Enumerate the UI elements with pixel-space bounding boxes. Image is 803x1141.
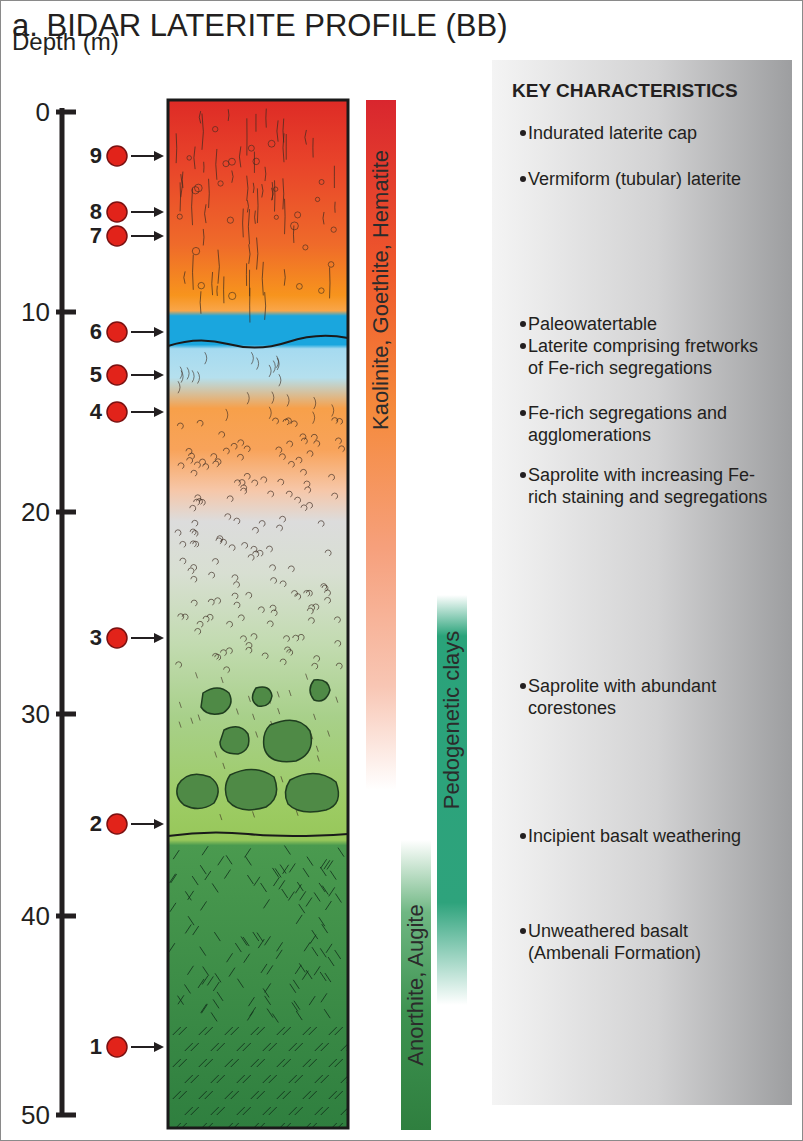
depth-tick: 30 xyxy=(21,701,50,727)
sample-markers xyxy=(107,146,164,1057)
arrow-head xyxy=(154,207,164,217)
arrow-head xyxy=(154,151,164,161)
band-label: Anorthite, Augite xyxy=(403,904,429,1065)
sample-number: 7 xyxy=(90,225,102,247)
sample-arrow xyxy=(131,331,156,333)
band-label: Kaolinite, Goethite, Hematite xyxy=(368,150,394,430)
corestones xyxy=(177,680,339,812)
sample-number: 9 xyxy=(90,145,102,167)
bullet-item: Saprolite with abundant corestones xyxy=(512,675,774,719)
sample-arrow xyxy=(131,155,156,157)
sample-number: 4 xyxy=(90,401,102,423)
bullet-item: Indurated laterite cap xyxy=(512,122,774,144)
sample-dot xyxy=(107,202,127,222)
bullet-dot xyxy=(520,410,526,416)
sample-dot xyxy=(107,226,127,246)
characteristic-text: Laterite comprising fretworks of Fe-rich… xyxy=(528,335,774,379)
sample-number: 1 xyxy=(90,1036,102,1058)
texture xyxy=(169,109,348,1128)
panel-heading: KEY CHARACTERISTICS xyxy=(512,80,738,102)
arrow-head xyxy=(154,633,164,643)
depth-tick: 10 xyxy=(21,299,50,325)
bullet-item: Vermiform (tubular) laterite xyxy=(512,168,774,190)
depth-tick: 40 xyxy=(21,903,50,929)
sample-dot xyxy=(107,628,127,648)
sample-dot xyxy=(107,814,127,834)
sample-arrow xyxy=(131,823,156,825)
arrow-head xyxy=(154,1042,164,1052)
bullet-dot xyxy=(520,833,526,839)
sample-number: 6 xyxy=(90,321,102,343)
sample-dot xyxy=(107,1037,127,1057)
sample-dot xyxy=(107,146,127,166)
bullet-dot xyxy=(520,130,526,136)
key-panel: KEY CHARACTERISTICS Indurated laterite ca… xyxy=(494,60,790,1100)
bullet-dot xyxy=(520,928,526,934)
depth-axis xyxy=(60,108,65,1117)
sample-arrow xyxy=(131,211,156,213)
bullet-item: Saprolite with increasing Fe-rich staini… xyxy=(512,464,774,508)
bullet-item: Unweathered basalt (Ambenali Formation) xyxy=(512,920,774,964)
bullet-dot xyxy=(520,321,526,327)
column-border xyxy=(168,100,348,1128)
key-panel-ground xyxy=(492,60,792,1105)
characteristic-text: Incipient basalt weathering xyxy=(528,825,774,847)
sample-number: 5 xyxy=(90,364,102,386)
depth-tick: 20 xyxy=(21,499,50,525)
mineral-band: Anorthite, Augite xyxy=(401,840,431,1130)
sample-dot xyxy=(107,322,127,342)
axis-ticks xyxy=(56,112,76,1115)
bedrock-boundary xyxy=(168,832,348,836)
bullet-item: Incipient basalt weathering xyxy=(512,825,774,847)
sample-arrow xyxy=(131,374,156,376)
bullet-item: Fe-rich segregations and agglomerations xyxy=(512,402,774,446)
sample-arrow xyxy=(131,235,156,237)
characteristic-text: Paleowatertable xyxy=(528,313,774,335)
band-label: Pedogenetic clays xyxy=(439,631,465,810)
arrow-head xyxy=(154,407,164,417)
arrow-head xyxy=(154,327,164,337)
depth-tick: 0 xyxy=(36,99,50,125)
paleowatertable-boundary xyxy=(168,336,348,348)
sample-arrow xyxy=(131,1046,156,1048)
bullet-dot xyxy=(520,472,526,478)
characteristic-text: Vermiform (tubular) laterite xyxy=(528,168,774,190)
mineral-band: Pedogenetic clays xyxy=(437,595,467,1005)
bullet-item: Laterite comprising fretworks of Fe-rich… xyxy=(512,335,774,379)
characteristic-text: Saprolite with abundant corestones xyxy=(528,675,774,719)
depth-tick: 50 xyxy=(21,1102,50,1128)
bullet-item: Paleowatertable xyxy=(512,313,774,335)
bullet-dot xyxy=(520,176,526,182)
characteristic-text: Indurated laterite cap xyxy=(528,122,774,144)
profile-column xyxy=(168,100,348,1128)
sample-number: 3 xyxy=(90,627,102,649)
sample-dot xyxy=(107,365,127,385)
arrow-head xyxy=(154,370,164,380)
sample-number: 8 xyxy=(90,201,102,223)
sample-number: 2 xyxy=(90,813,102,835)
characteristic-text: Fe-rich segregations and agglomerations xyxy=(528,402,774,446)
characteristic-text: Unweathered basalt (Ambenali Formation) xyxy=(528,920,774,964)
sample-arrow xyxy=(131,637,156,639)
sample-arrow xyxy=(131,411,156,413)
axis-title: Depth (m) xyxy=(12,30,119,54)
bullet-dot xyxy=(520,683,526,689)
mineral-band: Kaolinite, Goethite, Hematite xyxy=(366,100,396,790)
sample-dot xyxy=(107,402,127,422)
arrow-head xyxy=(154,819,164,829)
arrow-head xyxy=(154,231,164,241)
bullet-dot xyxy=(520,343,526,349)
characteristic-text: Saprolite with increasing Fe-rich staini… xyxy=(528,464,774,508)
